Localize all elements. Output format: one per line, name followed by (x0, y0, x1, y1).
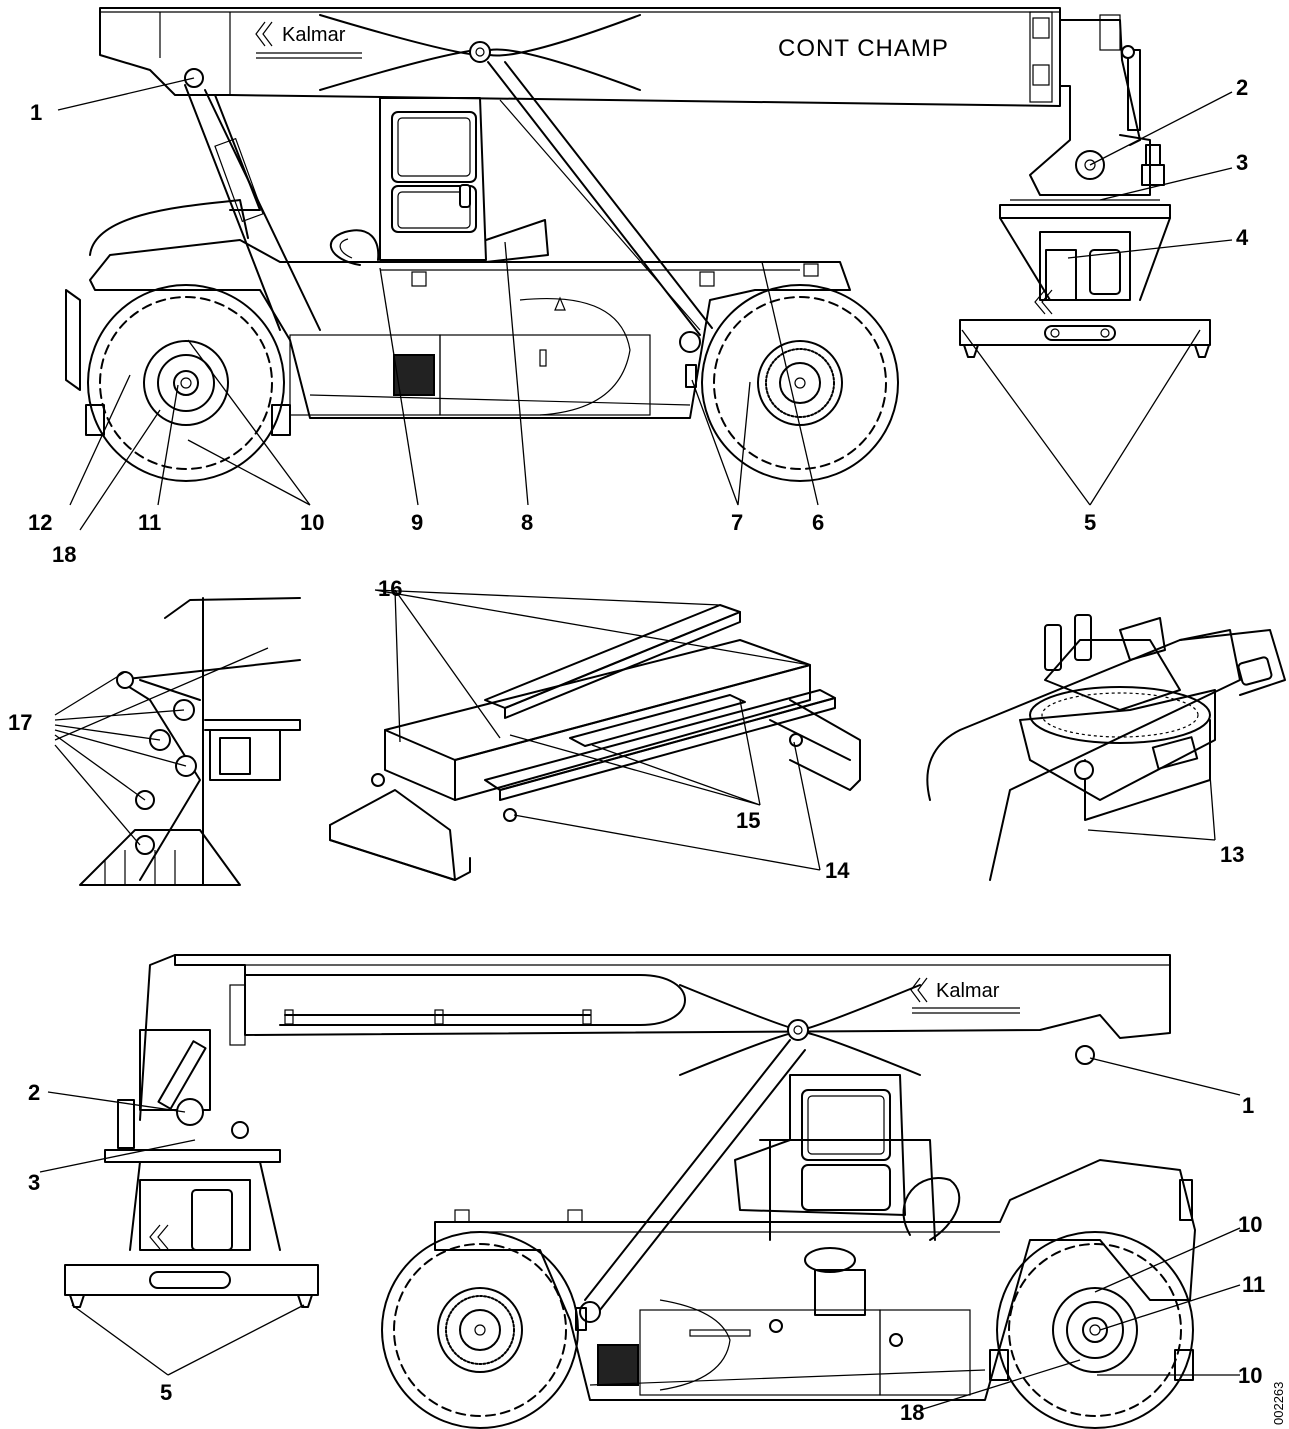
bottom-front-wheel (381, 1231, 579, 1429)
label-top-1: 1 (30, 100, 42, 125)
bottom-side-view: Kalmar (64, 954, 1196, 1429)
leader-lines (39, 77, 1241, 1411)
hose-chain-9 (330, 229, 380, 266)
label-mid-16: 16 (378, 576, 402, 601)
label-bottom-10b: 10 (1238, 1363, 1262, 1388)
label-mid-13: 13 (1220, 842, 1244, 867)
middle-spreader-iso (329, 604, 861, 881)
label-top-4: 4 (1236, 225, 1249, 250)
label-bottom-11: 11 (1242, 1272, 1265, 1297)
label-top-5: 5 (1084, 510, 1096, 535)
label-top-11: 11 (138, 510, 161, 535)
label-bottom-5: 5 (160, 1380, 172, 1405)
label-mid-17: 17 (8, 710, 32, 735)
spreader-beam-bottom (64, 1264, 319, 1296)
bottom-boom: Kalmar (174, 954, 1171, 1076)
brand-text-top: Kalmar (282, 24, 346, 46)
label-bottom-2: 2 (28, 1080, 40, 1105)
label-top-7: 7 (731, 510, 743, 535)
bottom-chassis (434, 1159, 1196, 1401)
top-rear-wheel (87, 284, 285, 482)
label-mid-15: 15 (736, 808, 760, 833)
brand-logo-top: Kalmar (255, 21, 362, 59)
top-boom: Kalmar CONT CHAMP (99, 7, 1061, 107)
label-top-9: 9 (411, 510, 423, 535)
label-bottom-18: 18 (900, 1400, 924, 1425)
document-id: 002263 (1271, 1382, 1286, 1425)
label-top-12: 12 (28, 510, 52, 535)
model-text: CONT CHAMP (778, 35, 949, 62)
label-top-10: 10 (300, 510, 324, 535)
brand-text-bottom: Kalmar (936, 980, 1000, 1002)
label-top-2: 2 (1236, 75, 1248, 100)
top-cab (379, 97, 549, 263)
label-bottom-10a: 10 (1238, 1212, 1262, 1237)
spreader-beam-top (959, 319, 1211, 346)
bottom-rear-wheel (996, 1231, 1194, 1429)
top-spreader-view (959, 14, 1211, 358)
top-front-wheel (701, 284, 899, 482)
middle-rotator-iso (926, 614, 1286, 881)
label-top-8: 8 (521, 510, 533, 535)
label-top-3: 3 (1236, 150, 1248, 175)
top-chassis (65, 199, 851, 419)
label-top-18: 18 (52, 542, 76, 567)
top-side-view: Kalmar CONT CHAMP (65, 7, 1061, 482)
label-bottom-3: 3 (28, 1170, 40, 1195)
middle-left-linkage (79, 597, 301, 886)
brand-logo-bottom: Kalmar (910, 977, 1020, 1014)
label-mid-14: 14 (825, 858, 850, 883)
bottom-cab (734, 1074, 936, 1241)
label-bottom-1: 1 (1242, 1093, 1254, 1118)
bottom-boom-pivot (1075, 1045, 1095, 1065)
label-top-6: 6 (812, 510, 824, 535)
callout-numbers: 1 2 3 4 5 6 7 8 9 10 11 12 18 17 16 15 1… (8, 75, 1265, 1425)
